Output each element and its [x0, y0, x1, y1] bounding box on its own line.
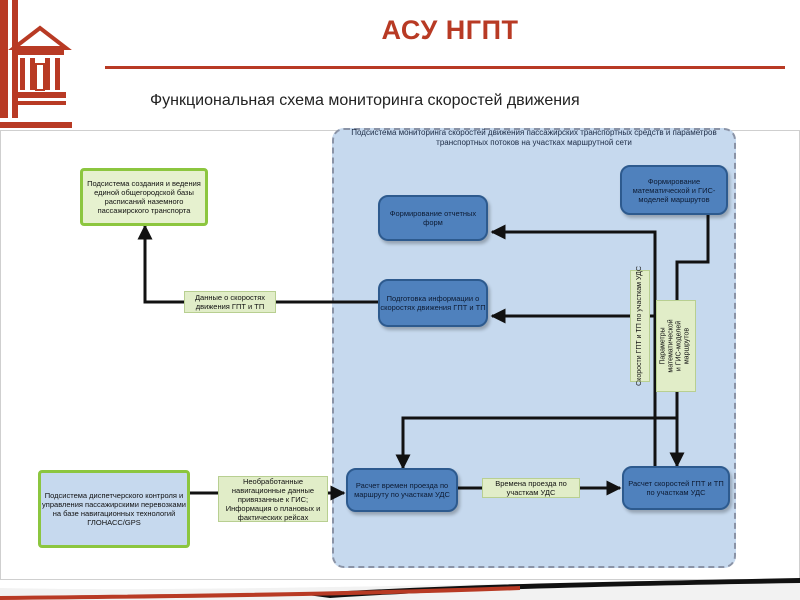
label-travel-times-text: Времена проезда по участкам УДС [495, 479, 567, 497]
edge-speed-prep-to-schedule-db [137, 224, 380, 304]
node-gis-models-label: Формирование математической и ГИС-моделе… [632, 176, 716, 204]
label-speeds-vertical-text: Скорости ГПТ и ТП по участкам УДС [636, 266, 644, 386]
title-divider [105, 66, 785, 69]
footer-swoosh [0, 578, 800, 600]
label-speed-data: Данные о скоростях движения ГПТ и ТП [184, 291, 276, 313]
node-dispatch-label: Подсистема диспетчерского контроля и упр… [42, 491, 186, 527]
university-logo [0, 0, 72, 128]
node-dispatch-subsystem: Подсистема диспетчерского контроля и упр… [38, 470, 190, 548]
node-speed-calculation-label: Расчет скоростей ГПТ и ТП по участкам УД… [628, 479, 724, 497]
edge-gis-models-to-route-times [395, 416, 677, 470]
label-model-params-vertical: Параметры математической и ГИС-моделей м… [656, 300, 696, 392]
node-schedule-database-subsystem: Подсистема создания и ведения единой общ… [80, 168, 208, 226]
node-speed-info-prep-label: Подготовка информации о скоростях движен… [380, 294, 486, 312]
node-report-forms-label: Формирование отчетных форм [389, 209, 477, 227]
label-speed-data-text: Данные о скоростях движения ГПТ и ТП [194, 293, 266, 311]
label-speeds-vertical: Скорости ГПТ и ТП по участкам УДС [630, 266, 650, 386]
node-route-travel-times: Расчет времен проезда по маршруту по уча… [346, 468, 458, 512]
node-speed-info-prep: Подготовка информации о скоростях движен… [378, 279, 488, 327]
label-raw-nav-data: Необработанные навигационные данные прив… [218, 476, 328, 522]
label-raw-nav-data-text: Необработанные навигационные данные прив… [225, 476, 321, 522]
node-speed-calculation: Расчет скоростей ГПТ и ТП по участкам УД… [622, 466, 730, 510]
edge-speed-calc-to-reports [490, 224, 657, 470]
node-gis-models: Формирование математической и ГИС-моделе… [620, 165, 728, 215]
node-route-travel-times-label: Расчет времен проезда по маршруту по уча… [354, 481, 450, 499]
node-report-forms: Формирование отчетных форм [378, 195, 488, 241]
label-model-params-vertical-text: Параметры математической и ГИС-моделей м… [660, 319, 691, 373]
page-subtitle: Функциональная схема мониторинга скорост… [150, 92, 580, 109]
node-schedule-database-label: Подсистема создания и ведения единой общ… [87, 179, 201, 215]
region-title: Подсистема мониторинга скоростей движени… [351, 128, 717, 147]
page-title: АСУ НГПТ [381, 15, 519, 45]
label-travel-times: Времена проезда по участкам УДС [482, 478, 580, 498]
